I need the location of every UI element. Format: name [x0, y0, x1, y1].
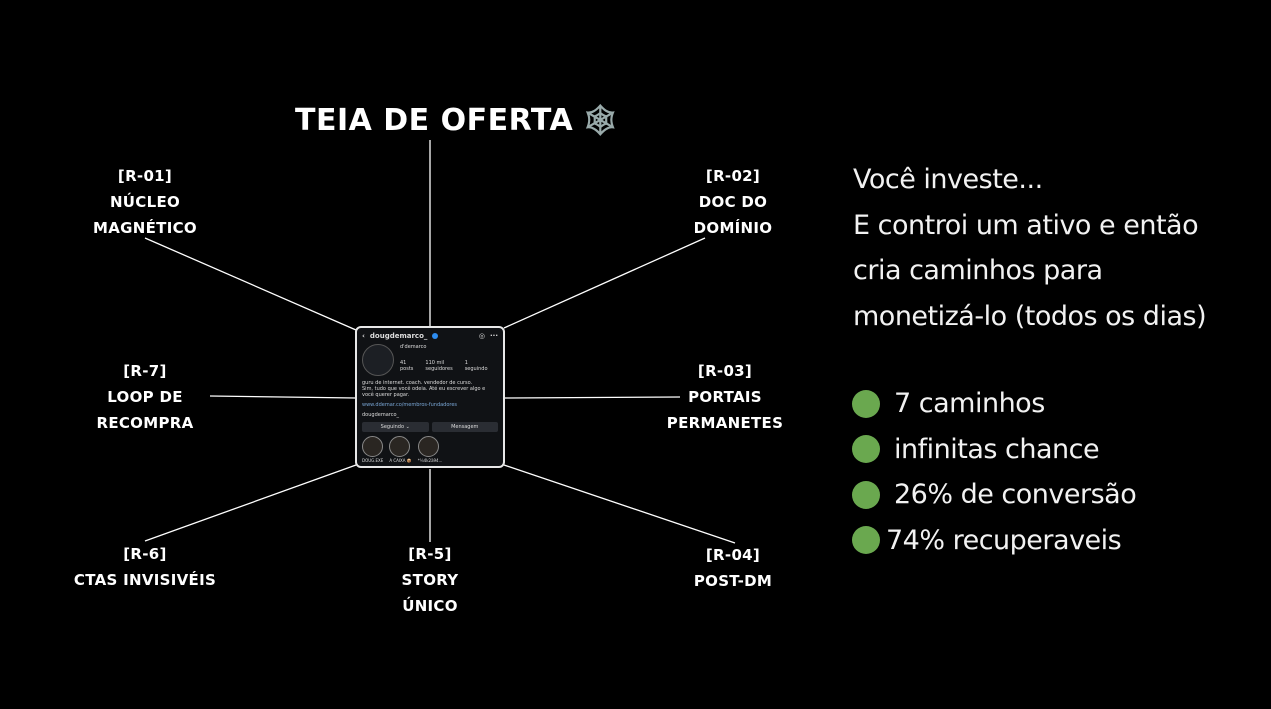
- diagram-title: TEIA DE OFERTA 🕸: [295, 103, 620, 138]
- node-r04: [R-04]POST-DM: [693, 546, 773, 590]
- highlight: DOUG.EXE: [362, 436, 383, 463]
- green-dot-icon: [852, 435, 880, 464]
- line-r02: [503, 237, 706, 329]
- green-dot-icon: [852, 389, 880, 418]
- line-r7: [209, 395, 357, 399]
- line-r01: [144, 237, 357, 331]
- green-dot-icon: [852, 480, 880, 509]
- highlight: *¼4k2ä94...: [417, 436, 442, 463]
- profile-name: d'demarco: [400, 344, 427, 350]
- description-text: Você investe...E controi um ativo e entã…: [853, 164, 1207, 332]
- threads-handle: dougdemarco_: [362, 412, 400, 418]
- profile-link: www.ddemar.co/membros-fundadores: [362, 402, 458, 408]
- line-r6: [144, 464, 357, 542]
- following-button: Seguindo ⌄: [362, 422, 429, 432]
- title-text: TEIA DE OFERTA: [295, 103, 574, 138]
- spider-web-icon: 🕸: [581, 103, 620, 138]
- avatar: [362, 344, 394, 376]
- line-r03: [503, 396, 681, 399]
- notification-icon: ◎: [478, 332, 486, 340]
- node-r6: [R-6]CTAS INVISIVÉIS: [73, 545, 217, 589]
- profile-username: dougdemarco_: [369, 332, 428, 340]
- green-dot-icon: [852, 526, 880, 555]
- more-icon: ···: [490, 332, 498, 340]
- profile-bio: guru de internet. coach. vendedor de cur…: [362, 380, 486, 398]
- bullet-item: 26% de conversão: [852, 472, 1137, 518]
- message-button: Mensagem: [431, 422, 498, 432]
- bullet-item: 7 caminhos: [852, 381, 1136, 427]
- bullet-item: infinitas chance: [852, 427, 1136, 473]
- bullet-item: 74% recuperaveis: [852, 518, 1136, 564]
- bullet-list: 7 caminhos infinitas chance 26% de conve…: [852, 381, 1137, 564]
- line-r04: [503, 464, 736, 544]
- back-icon: ‹: [362, 332, 365, 340]
- verified-icon: [432, 333, 439, 339]
- highlight: A CAIXA 📦: [389, 436, 412, 463]
